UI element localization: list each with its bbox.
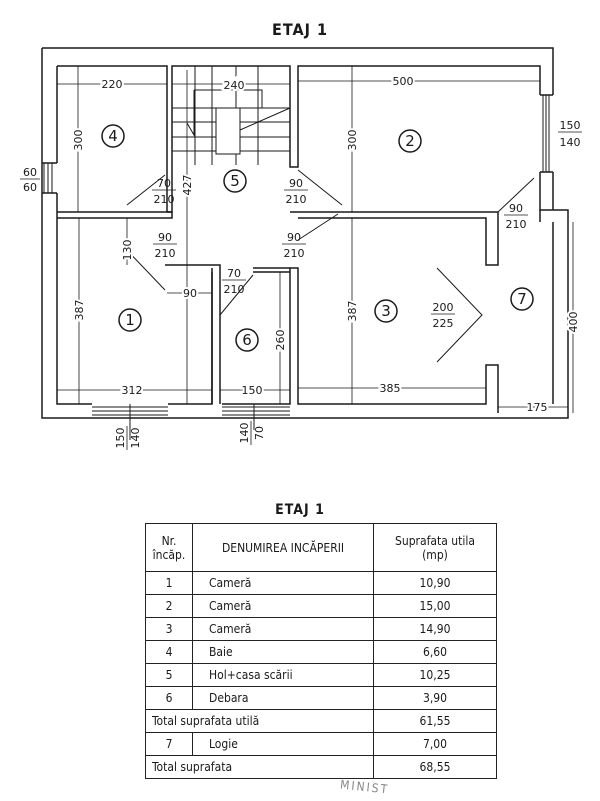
dim-label: 385 xyxy=(380,382,401,395)
dim-label: 260 xyxy=(274,330,287,351)
dim-label: 130 xyxy=(121,240,134,261)
room-area-table: Nr.încăp. DENUMIREA INCĂPERII Suprafata … xyxy=(145,523,497,779)
floor-plan: 1 2 3 4 5 6 7 220 240 500 300 427 300 38… xyxy=(20,47,582,450)
svg-text:60: 60 xyxy=(23,166,37,179)
room-number: 2 xyxy=(405,132,415,150)
dim-label: 427 xyxy=(181,175,194,196)
room-number: 6 xyxy=(242,331,252,349)
svg-text:210: 210 xyxy=(286,193,307,206)
svg-text:210: 210 xyxy=(154,193,175,206)
windows xyxy=(43,95,550,440)
dim-label: 300 xyxy=(346,130,359,151)
svg-text:150: 150 xyxy=(560,119,581,132)
svg-text:150: 150 xyxy=(114,428,127,449)
svg-text:210: 210 xyxy=(284,247,305,260)
svg-text:90: 90 xyxy=(509,202,523,215)
dim-label: 300 xyxy=(72,130,85,151)
svg-text:90: 90 xyxy=(158,231,172,244)
svg-text:90: 90 xyxy=(289,177,303,190)
header-area: Suprafata utila(mp) xyxy=(373,523,497,572)
room-number: 1 xyxy=(125,311,135,329)
svg-text:210: 210 xyxy=(155,247,176,260)
room-markers: 1 2 3 4 5 6 7 xyxy=(101,124,534,352)
door-swings xyxy=(121,169,535,363)
table-header: Nr.încăp. DENUMIREA INCĂPERII Suprafata … xyxy=(145,523,497,572)
dim-label: 387 xyxy=(346,301,359,322)
staircase xyxy=(172,66,291,165)
svg-text:70: 70 xyxy=(227,267,241,280)
room-number: 7 xyxy=(517,290,527,308)
dim-label: 400 xyxy=(567,312,580,333)
official-stamp: MINIST xyxy=(339,777,390,797)
dim-label: 150 xyxy=(242,384,263,397)
plan-title: ETAJ 1 xyxy=(272,20,328,39)
dimension-lines xyxy=(57,66,574,413)
dim-label: 175 xyxy=(527,401,548,414)
dim-label: 387 xyxy=(73,300,86,321)
svg-text:60: 60 xyxy=(23,181,37,194)
svg-text:210: 210 xyxy=(224,283,245,296)
header-name: DENUMIREA INCĂPERII xyxy=(192,523,374,572)
dim-label: 90 xyxy=(183,287,197,300)
svg-text:140: 140 xyxy=(129,428,142,449)
svg-text:70: 70 xyxy=(253,426,266,440)
header-nr: Nr.încăp. xyxy=(145,523,193,572)
svg-text:90: 90 xyxy=(287,231,301,244)
dim-label: 500 xyxy=(393,75,414,88)
walls xyxy=(41,47,569,419)
dim-label: 240 xyxy=(224,79,245,92)
dim-label: 220 xyxy=(102,78,123,91)
svg-text:210: 210 xyxy=(506,218,527,231)
svg-text:140: 140 xyxy=(560,136,581,149)
room-number: 3 xyxy=(381,302,391,320)
svg-text:140: 140 xyxy=(238,423,251,444)
svg-text:200: 200 xyxy=(433,301,454,314)
dim-label: 312 xyxy=(122,384,143,397)
svg-text:70: 70 xyxy=(157,177,171,190)
table-title: ETAJ 1 xyxy=(275,502,325,518)
room-number: 4 xyxy=(108,127,118,145)
room-number: 5 xyxy=(230,172,240,190)
svg-text:225: 225 xyxy=(433,317,454,330)
